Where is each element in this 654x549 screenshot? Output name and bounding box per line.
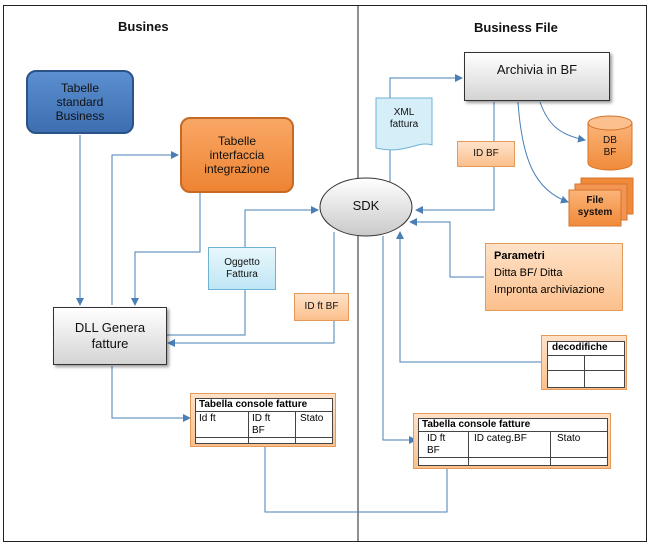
decodifiche-node: decodifiche [541,335,627,390]
file-system-stack [568,177,634,227]
tabella-console-left-table: Tabella console fatture Id ft ID ft BF S… [195,398,333,444]
connector-sdk-tabella [382,236,417,444]
connector-parametri-sdk [409,218,484,278]
tabella-right-col-1: ID ft BF [427,433,446,456]
tabella-console-right: Tabella console fatture ID ft BF ID cate… [413,413,611,469]
tabelle-standard-label: Tabelle standard Business [55,81,105,123]
id-bf-label: ID BF [473,148,499,159]
tabella-left-col-1: Id ft [199,413,216,424]
db-bf-cylinder [587,115,633,171]
xml-document-shape [375,97,433,151]
tabella-left-col-3: Stato [300,413,324,424]
sdk-label: SDK [352,198,380,213]
id-ft-bf-node: ID ft BF [294,293,349,321]
tabella-right-divider-2 [550,431,551,465]
connector-dll-tabella [111,366,191,422]
tabelle-interfaccia-label: Tabelle interfaccia integrazione [204,134,270,176]
tabella-left-divider-1 [248,411,249,443]
connector-console-link-b [261,419,447,513]
parametri-line1: Ditta BF/ Ditta [494,267,563,279]
archivia-label: Archivia in BF [496,62,578,77]
connector-sdk-dll [167,232,335,347]
connector-archivia-fs [517,101,569,204]
parametri-node: Parametri Ditta BF/ Ditta Impronta archi… [485,243,623,311]
tabella-right-col-2: ID categ.BF [474,433,527,444]
tabella-right-col-3: Stato [557,433,581,444]
connector-archivia-sdk [415,102,495,214]
connector-archivia-db [539,101,586,143]
sdk-node [319,177,413,237]
tabelle-interfaccia-node: Tabelle interfaccia integrazione [180,117,294,193]
id-bf-node: ID BF [457,141,515,167]
tabella-left-divider-2 [295,411,296,443]
tabella-console-left: Tabella console fatture Id ft ID ft BF S… [190,393,336,447]
header-business-file: Business File [474,20,558,35]
db-bf-label: DB BF [603,135,617,158]
tabella-left-row-divider [196,437,332,438]
tabella-left-title: Tabella console fatture [196,399,332,412]
diagram-frame [3,5,647,542]
archivia-node: Archivia in BF [464,52,610,101]
oggetto-fattura-label: Oggetto Fattura [224,256,260,280]
parametri-line2: Impronta archiviazione [494,284,605,296]
xml-fattura-label: XML fattura [389,107,419,130]
connector-sdk-archivia [389,74,463,190]
tabelle-standard-node: Tabelle standard Business [26,70,134,134]
oggetto-fattura-node: Oggetto Fattura [208,247,276,290]
decodifiche-row-divider [548,370,624,371]
parametri-title: Parametri [494,250,545,262]
dll-node: DLL Genera fatture [53,307,167,365]
file-system-label: File system [577,195,613,218]
tabella-right-title: Tabella console fatture [419,419,607,432]
tabella-console-right-table: Tabella console fatture ID ft BF ID cate… [418,418,608,466]
decodifiche-col-divider [584,355,585,387]
id-ft-bf-label: ID ft BF [304,301,339,312]
tabella-left-col-2: ID ft BF [252,413,271,436]
connector-interfaccia-dll [131,193,201,306]
decodifiche-title: decodifiche [548,342,624,356]
dll-label: DLL Genera fatture [74,320,146,351]
connector-decodifiche-sdk [396,231,541,363]
header-busines: Busines [118,19,169,34]
tabella-right-row-divider [419,457,607,458]
connector-dll-interfaccia [111,151,179,305]
tabella-right-divider-1 [468,431,469,465]
decodifiche-table: decodifiche [547,341,625,388]
